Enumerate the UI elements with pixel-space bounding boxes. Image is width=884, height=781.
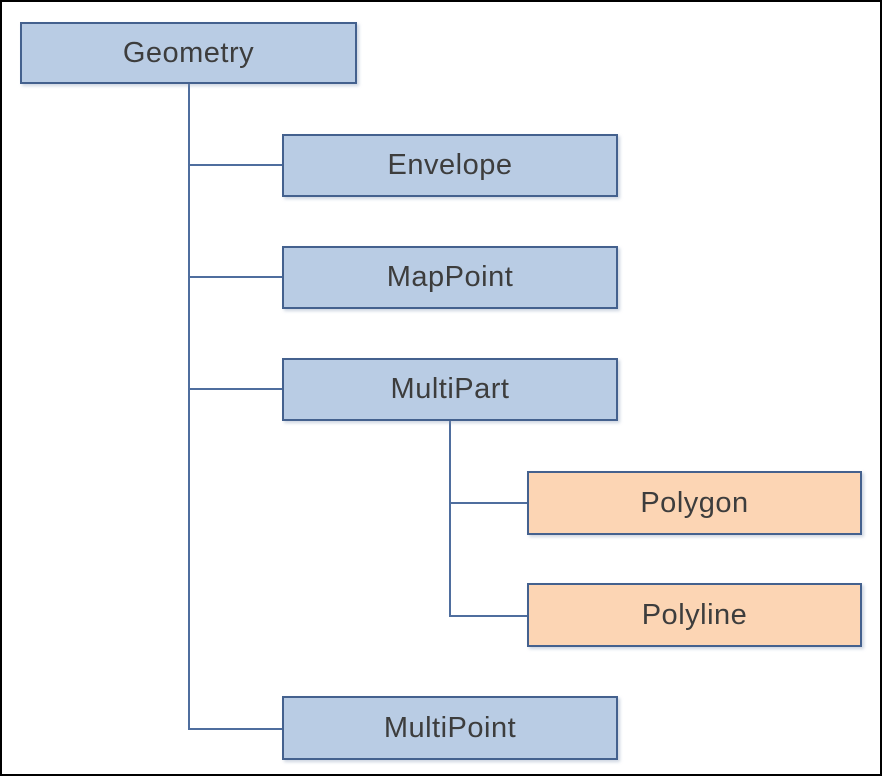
connector-to-polyline: [449, 615, 527, 617]
node-polygon-label: Polygon: [640, 486, 749, 519]
node-multipart-label: MultiPart: [390, 373, 510, 405]
node-polygon: Polygon: [527, 471, 862, 535]
node-multipoint-label: MultiPoint: [383, 711, 517, 744]
connector-to-multipoint: [188, 728, 282, 730]
node-geometry-label: Geometry: [122, 36, 255, 69]
node-multipart: MultiPart: [282, 358, 618, 421]
node-envelope: Envelope: [282, 134, 618, 197]
node-mappoint-label: MapPoint: [386, 261, 514, 293]
connector-to-polygon: [449, 502, 527, 504]
node-multipoint: MultiPoint: [282, 696, 618, 760]
node-mappoint: MapPoint: [282, 246, 618, 309]
connector-trunk-multipart: [449, 421, 451, 617]
node-polyline: Polyline: [527, 583, 862, 647]
node-polyline-label: Polyline: [641, 598, 748, 631]
connector-to-multipart: [188, 388, 282, 390]
connector-to-envelope: [188, 164, 282, 166]
connector-trunk-geometry: [188, 84, 190, 730]
connector-to-mappoint: [188, 276, 282, 278]
node-geometry: Geometry: [20, 22, 357, 84]
node-envelope-label: Envelope: [387, 149, 513, 181]
